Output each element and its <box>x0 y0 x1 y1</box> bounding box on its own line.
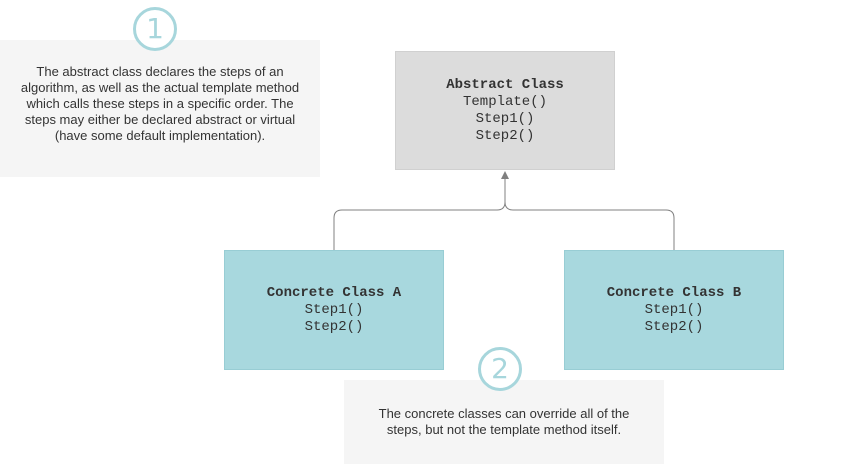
concrete-class-a-box: Concrete Class A Step1() Step2() <box>224 250 444 370</box>
abstract-class-box: Abstract Class Template() Step1() Step2(… <box>395 51 615 170</box>
abstract-class-method-step1: Step1() <box>475 110 535 127</box>
note-concrete-classes: The concrete classes can override all of… <box>344 380 664 464</box>
note-abstract-class-text: The abstract class declares the steps of… <box>20 63 300 143</box>
concrete-class-b-title: Concrete Class B <box>606 284 742 301</box>
inheritance-arrowhead <box>501 171 509 179</box>
concrete-class-b-box: Concrete Class B Step1() Step2() <box>564 250 784 370</box>
connector-concrete-b-to-abstract <box>504 201 675 250</box>
concrete-class-a-method-step2: Step2() <box>304 318 364 335</box>
concrete-class-b-method-step1: Step1() <box>644 301 704 318</box>
abstract-class-method-template: Template() <box>462 93 547 110</box>
step-1-badge: 1 <box>133 7 177 51</box>
concrete-class-a-title: Concrete Class A <box>266 284 402 301</box>
abstract-class-title: Abstract Class <box>446 76 564 93</box>
step-2-badge: 2 <box>478 347 522 391</box>
connector-concrete-a-to-abstract <box>333 178 506 250</box>
abstract-class-method-step2: Step2() <box>475 127 535 144</box>
concrete-class-b-method-step2: Step2() <box>644 318 704 335</box>
note-concrete-classes-text: The concrete classes can override all of… <box>378 406 630 437</box>
concrete-class-a-method-step1: Step1() <box>304 301 364 318</box>
note-abstract-class: The abstract class declares the steps of… <box>0 40 320 177</box>
